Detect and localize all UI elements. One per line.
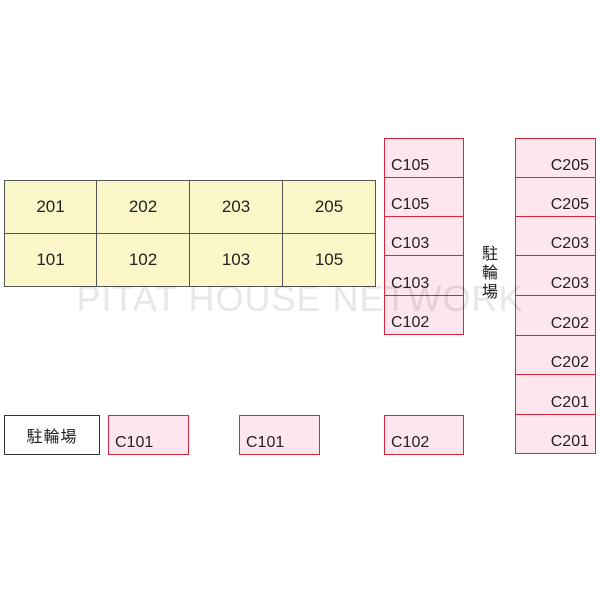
parking-spot: C203 [515,216,596,256]
parking-spot: C105 [384,177,464,217]
parking-spot-label: C201 [550,394,589,411]
parking-spot: C103 [384,255,464,296]
parking-spot: C101 [108,415,189,455]
unit-number: 105 [314,250,344,269]
label-char: 駐 [481,246,498,263]
bicycle-parking-label: 駐輪場 [26,429,78,446]
parking-spot-label: C105 [391,196,430,213]
unit-number: 101 [36,250,65,269]
unit-number: 205 [314,197,344,216]
parking-spot-label: C101 [246,434,285,451]
parking-spot: C205 [515,138,596,178]
parking-spot-label: C202 [550,315,589,332]
bicycle-parking-label-vertical: 駐 輪 場 [478,245,502,302]
parking-spot: C105 [384,138,464,178]
unit-number: 203 [221,197,251,216]
unit-201: 201 [4,180,97,234]
unit-102: 102 [96,233,190,287]
parking-spot-label: C205 [550,157,589,174]
parking-spot: C205 [515,177,596,217]
parking-spot-label: C203 [550,275,589,292]
parking-spot: C102 [384,415,464,455]
parking-spot: C102 [384,295,464,335]
parking-spot: C201 [515,374,596,415]
parking-spot-label: C102 [391,314,430,331]
label-char: 場 [481,284,498,301]
parking-spot-label: C205 [550,196,589,213]
parking-spot-label: C203 [550,235,589,252]
unit-103: 103 [189,233,283,287]
unit-number: 103 [221,250,251,269]
unit-101: 101 [4,233,97,287]
unit-202: 202 [96,180,190,234]
parking-spot-label: C101 [115,434,154,451]
parking-spot-label: C202 [550,354,589,371]
unit-number: 202 [128,197,158,216]
parking-spot-label: C103 [391,235,430,252]
label-char: 輪 [481,265,498,282]
parking-spot-label: C105 [391,157,430,174]
unit-number: 201 [36,197,65,216]
unit-203: 203 [189,180,283,234]
parking-spot: C202 [515,335,596,375]
parking-spot: C201 [515,414,596,454]
watermark-text: PITAT HOUSE NETWORK [76,278,524,319]
bicycle-parking-box: 駐輪場 [4,415,100,455]
unit-number: 102 [128,250,158,269]
parking-spot-label: C201 [550,433,589,450]
parking-spot-label: C103 [391,275,430,292]
unit-205: 205 [282,180,376,234]
parking-spot: C101 [239,415,320,455]
unit-105: 105 [282,233,376,287]
parking-spot: C103 [384,216,464,256]
parking-spot: C202 [515,295,596,336]
parking-spot-label: C102 [391,434,430,451]
